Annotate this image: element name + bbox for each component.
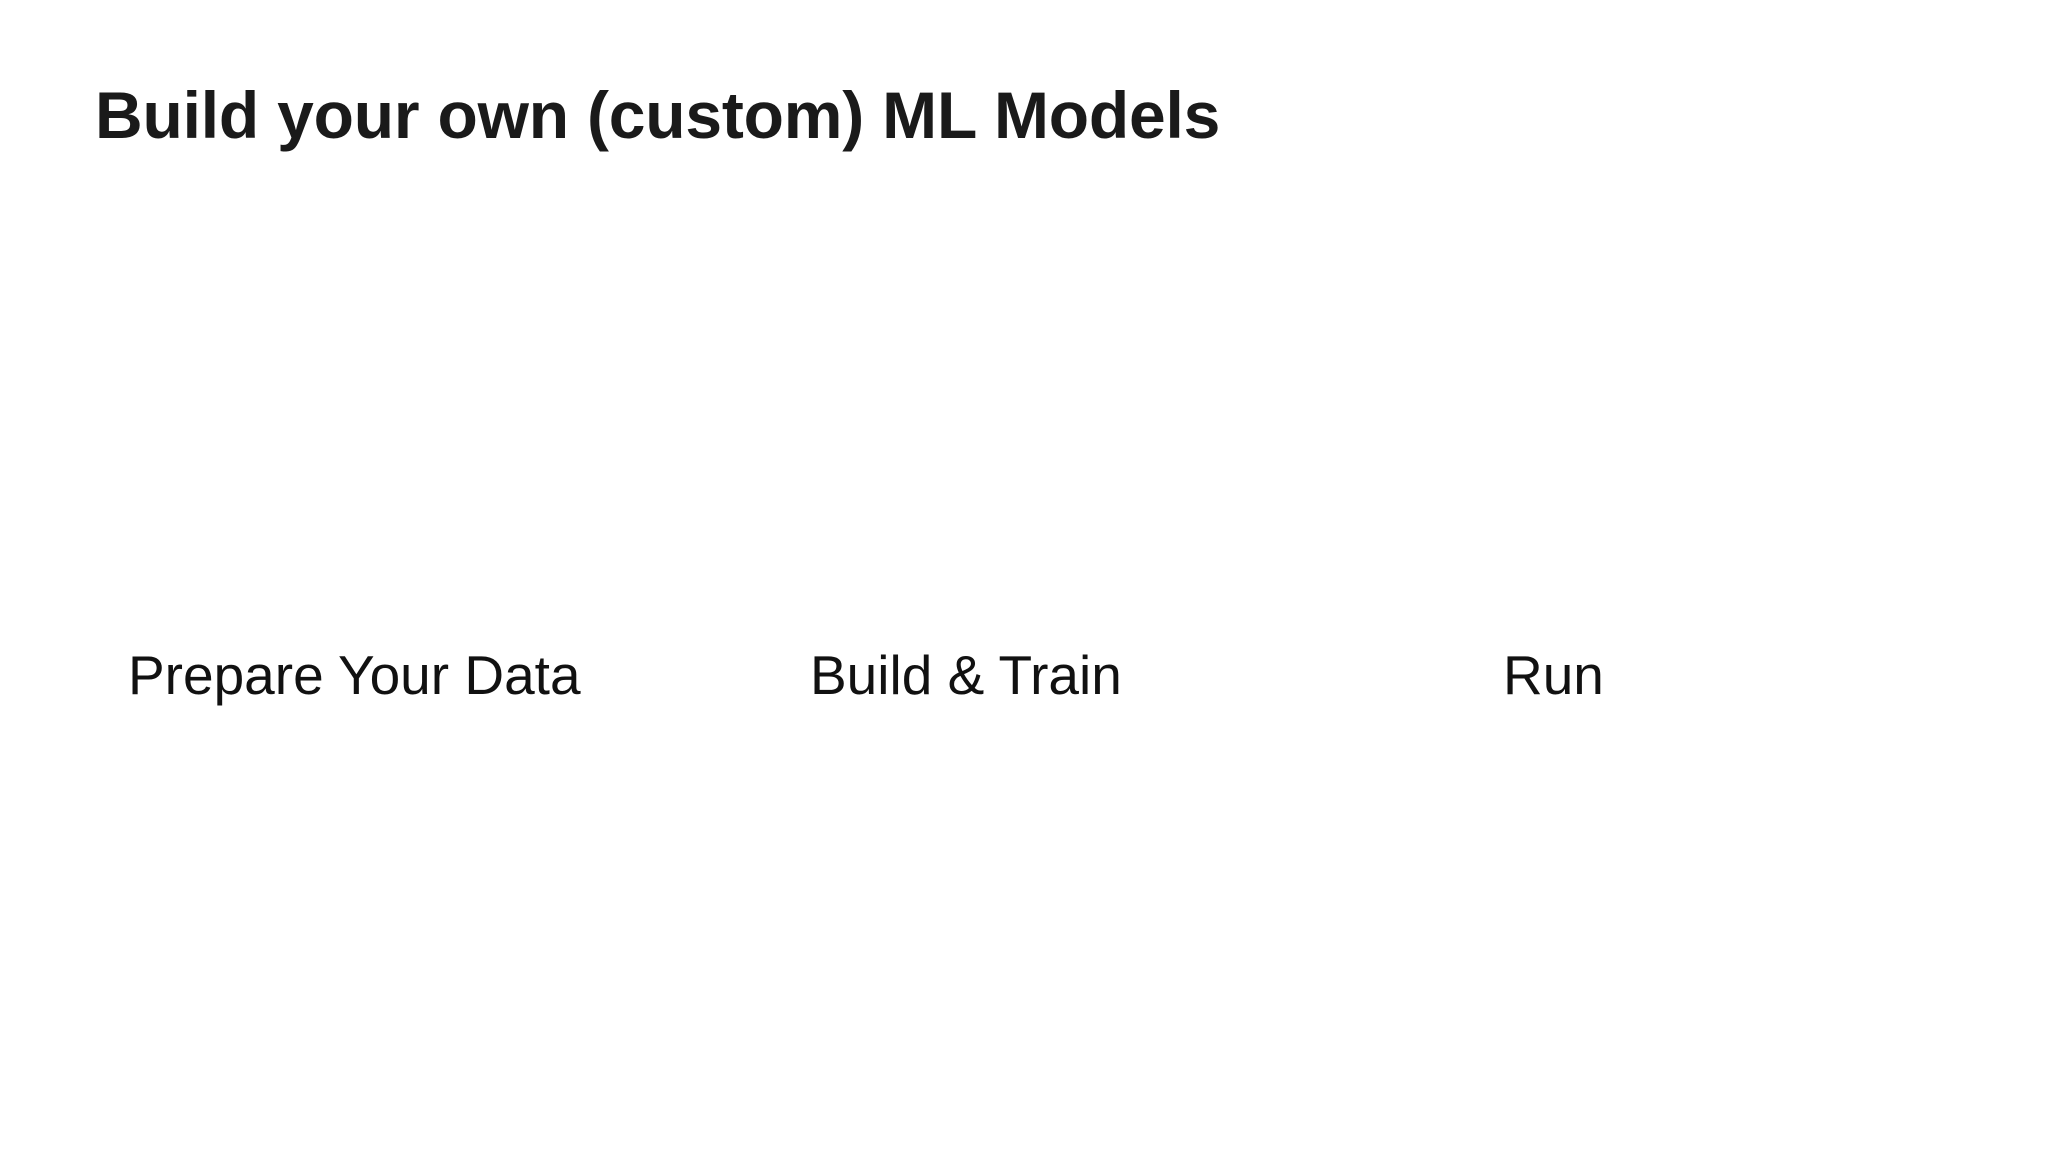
upper-content-area xyxy=(0,170,2048,610)
process-step-label: Build & Train xyxy=(810,644,1122,706)
process-step-label: Run xyxy=(1503,644,1604,706)
process-step-run: Run xyxy=(1503,640,1604,710)
process-step-label: Prepare Your Data xyxy=(128,644,581,706)
lower-content-area xyxy=(0,720,2048,1152)
process-step-build-and-train: Build & Train xyxy=(810,640,1122,710)
process-steps-row: Prepare Your Data Build & Train Run xyxy=(0,640,2048,710)
process-step-prepare-your-data: Prepare Your Data xyxy=(128,640,581,710)
page-title: Build your own (custom) ML Models xyxy=(95,78,1221,152)
